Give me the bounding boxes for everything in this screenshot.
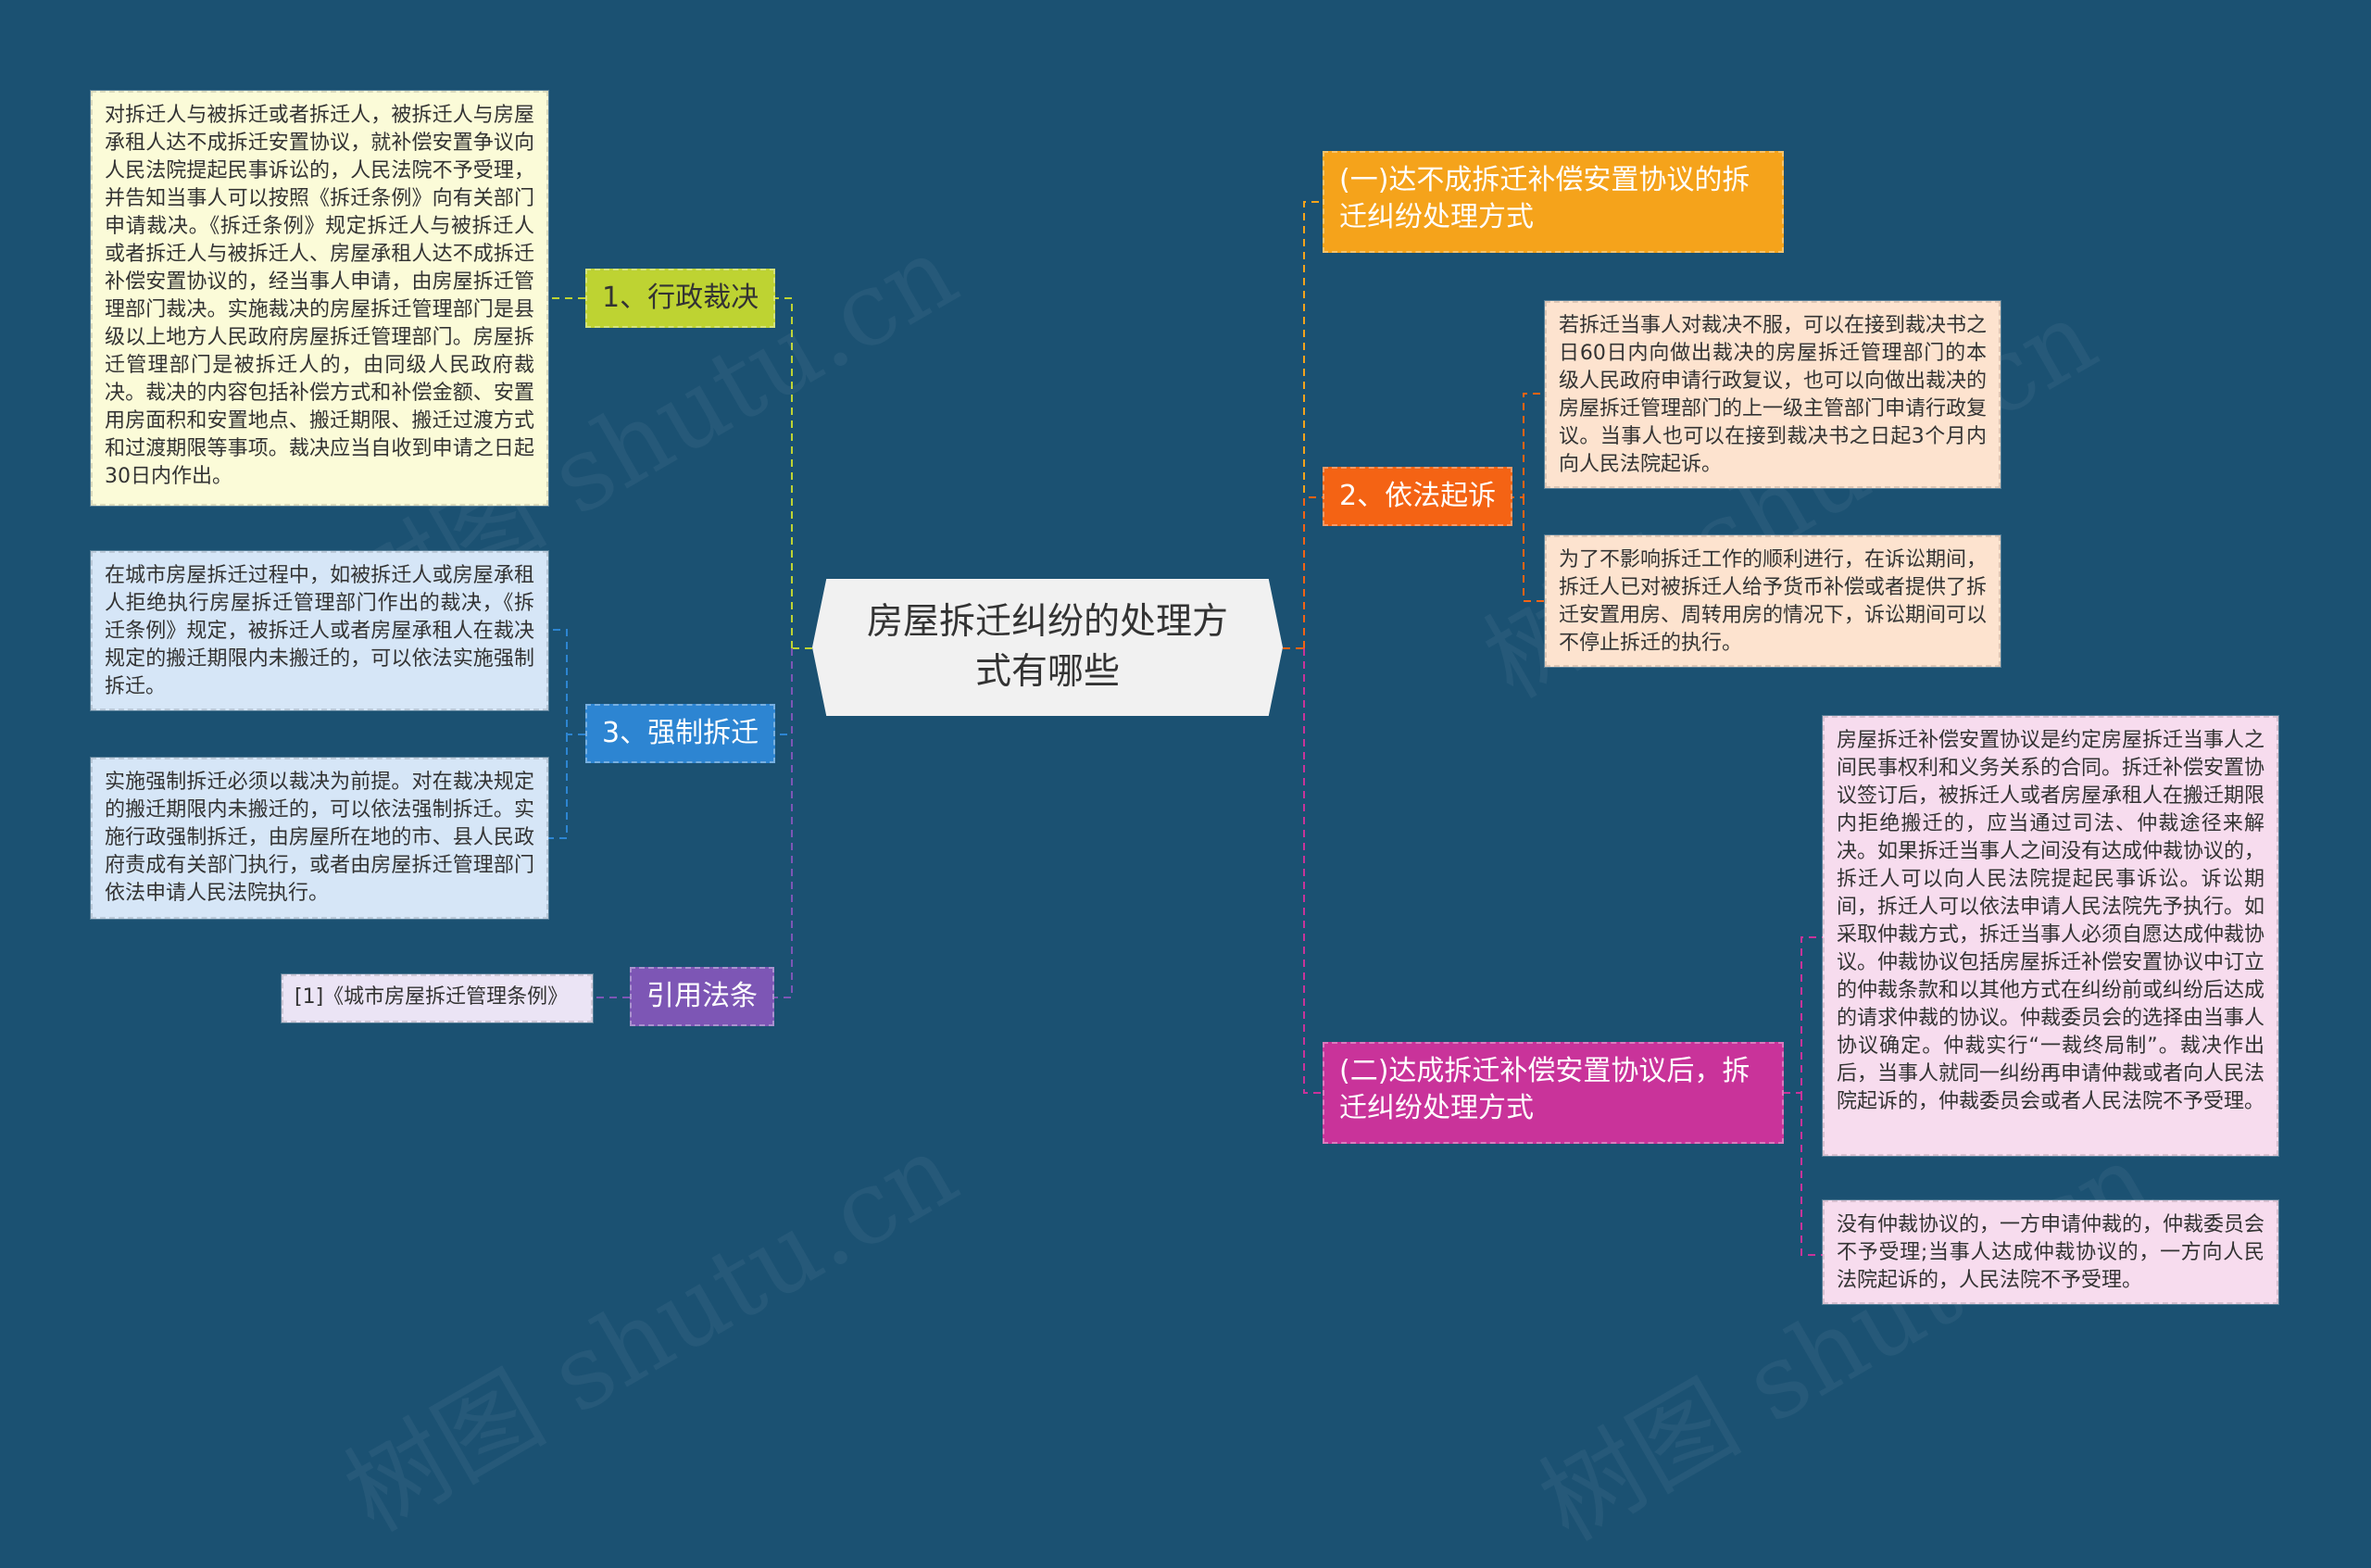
branch-label: 2、依法起诉 bbox=[1339, 480, 1497, 512]
leaf-text: 若拆迁当事人对裁决不服，可以在接到裁决书之日60日内向做出裁决的房屋拆迁管理部门… bbox=[1559, 314, 1988, 476]
leaf-cited-law[interactable]: [1]《城市房屋拆迁管理条例》 bbox=[282, 974, 593, 1022]
leaf-forced-demolition-1[interactable]: 在城市房屋拆迁过程中，如被拆迁人或房屋承租人拒绝执行房屋拆迁管理部门作出的裁决，… bbox=[91, 551, 548, 710]
branch-lawsuit[interactable]: 2、依法起诉 bbox=[1323, 467, 1513, 526]
leaf-text: 为了不影响拆迁工作的顺利进行，在诉讼期间，拆迁人已对被拆迁人给予货币补偿或者提供… bbox=[1559, 548, 1988, 655]
leaf-text: 房屋拆迁补偿安置协议是约定房屋拆迁当事人之间民事权利和义务关系的合同。拆迁补偿安… bbox=[1837, 729, 2265, 1113]
branch-label: 1、行政裁决 bbox=[602, 282, 759, 314]
central-topic-label: 房屋拆迁纠纷的处理方式有哪些 bbox=[866, 601, 1228, 693]
leaf-lawsuit-2[interactable]: 为了不影响拆迁工作的顺利进行，在诉讼期间，拆迁人已对被拆迁人给予货币补偿或者提供… bbox=[1545, 535, 2001, 667]
connector-lines bbox=[548, 201, 1823, 1256]
branch-label: 引用法条 bbox=[646, 980, 758, 1012]
leaf-text: 对拆迁人与被拆迁或者拆迁人，被拆迁人与房屋承租人达不成拆迁安置协议，就补偿安置争… bbox=[105, 104, 534, 488]
branch-cited-law[interactable]: 引用法条 bbox=[630, 967, 774, 1026]
leaf-with-agreement-2[interactable]: 没有仲裁协议的，一方申请仲裁的，仲裁委员会不予受理;当事人达成仲裁协议的，一方向… bbox=[1823, 1200, 2278, 1304]
branch-no-agreement[interactable]: (一)达不成拆迁补偿安置协议的拆迁纠纷处理方式 bbox=[1323, 151, 1784, 253]
branch-forced-demolition[interactable]: 3、强制拆迁 bbox=[585, 704, 776, 763]
leaf-text: 在城市房屋拆迁过程中，如被拆迁人或房屋承租人拒绝执行房屋拆迁管理部门作出的裁决，… bbox=[105, 564, 534, 698]
branch-with-agreement[interactable]: (二)达成拆迁补偿安置协议后，拆迁纠纷处理方式 bbox=[1323, 1042, 1784, 1144]
branch-administrative-ruling[interactable]: 1、行政裁决 bbox=[585, 269, 776, 328]
leaf-text: [1]《城市房屋拆迁管理条例》 bbox=[295, 985, 569, 1009]
leaf-administrative-ruling[interactable]: 对拆迁人与被拆迁或者拆迁人，被拆迁人与房屋承租人达不成拆迁安置协议，就补偿安置争… bbox=[91, 91, 548, 506]
leaf-forced-demolition-2[interactable]: 实施强制拆迁必须以裁决为前提。对在裁决规定的搬迁期限内未搬迁的，可以依法强制拆迁… bbox=[91, 758, 548, 919]
branch-label: (一)达不成拆迁补偿安置协议的拆迁纠纷处理方式 bbox=[1339, 164, 1750, 233]
branch-label: (二)达成拆迁补偿安置协议后，拆迁纠纷处理方式 bbox=[1339, 1055, 1750, 1124]
branch-label: 3、强制拆迁 bbox=[602, 717, 759, 749]
leaf-text: 实施强制拆迁必须以裁决为前提。对在裁决规定的搬迁期限内未搬迁的，可以依法强制拆迁… bbox=[105, 771, 534, 905]
leaf-text: 没有仲裁协议的，一方申请仲裁的，仲裁委员会不予受理;当事人达成仲裁协议的，一方向… bbox=[1837, 1213, 2265, 1292]
leaf-lawsuit-1[interactable]: 若拆迁当事人对裁决不服，可以在接到裁决书之日60日内向做出裁决的房屋拆迁管理部门… bbox=[1545, 301, 2001, 488]
leaf-with-agreement-1[interactable]: 房屋拆迁补偿安置协议是约定房屋拆迁当事人之间民事权利和义务关系的合同。拆迁补偿安… bbox=[1823, 716, 2278, 1156]
central-topic[interactable]: 房屋拆迁纠纷的处理方式有哪些 bbox=[812, 579, 1283, 716]
